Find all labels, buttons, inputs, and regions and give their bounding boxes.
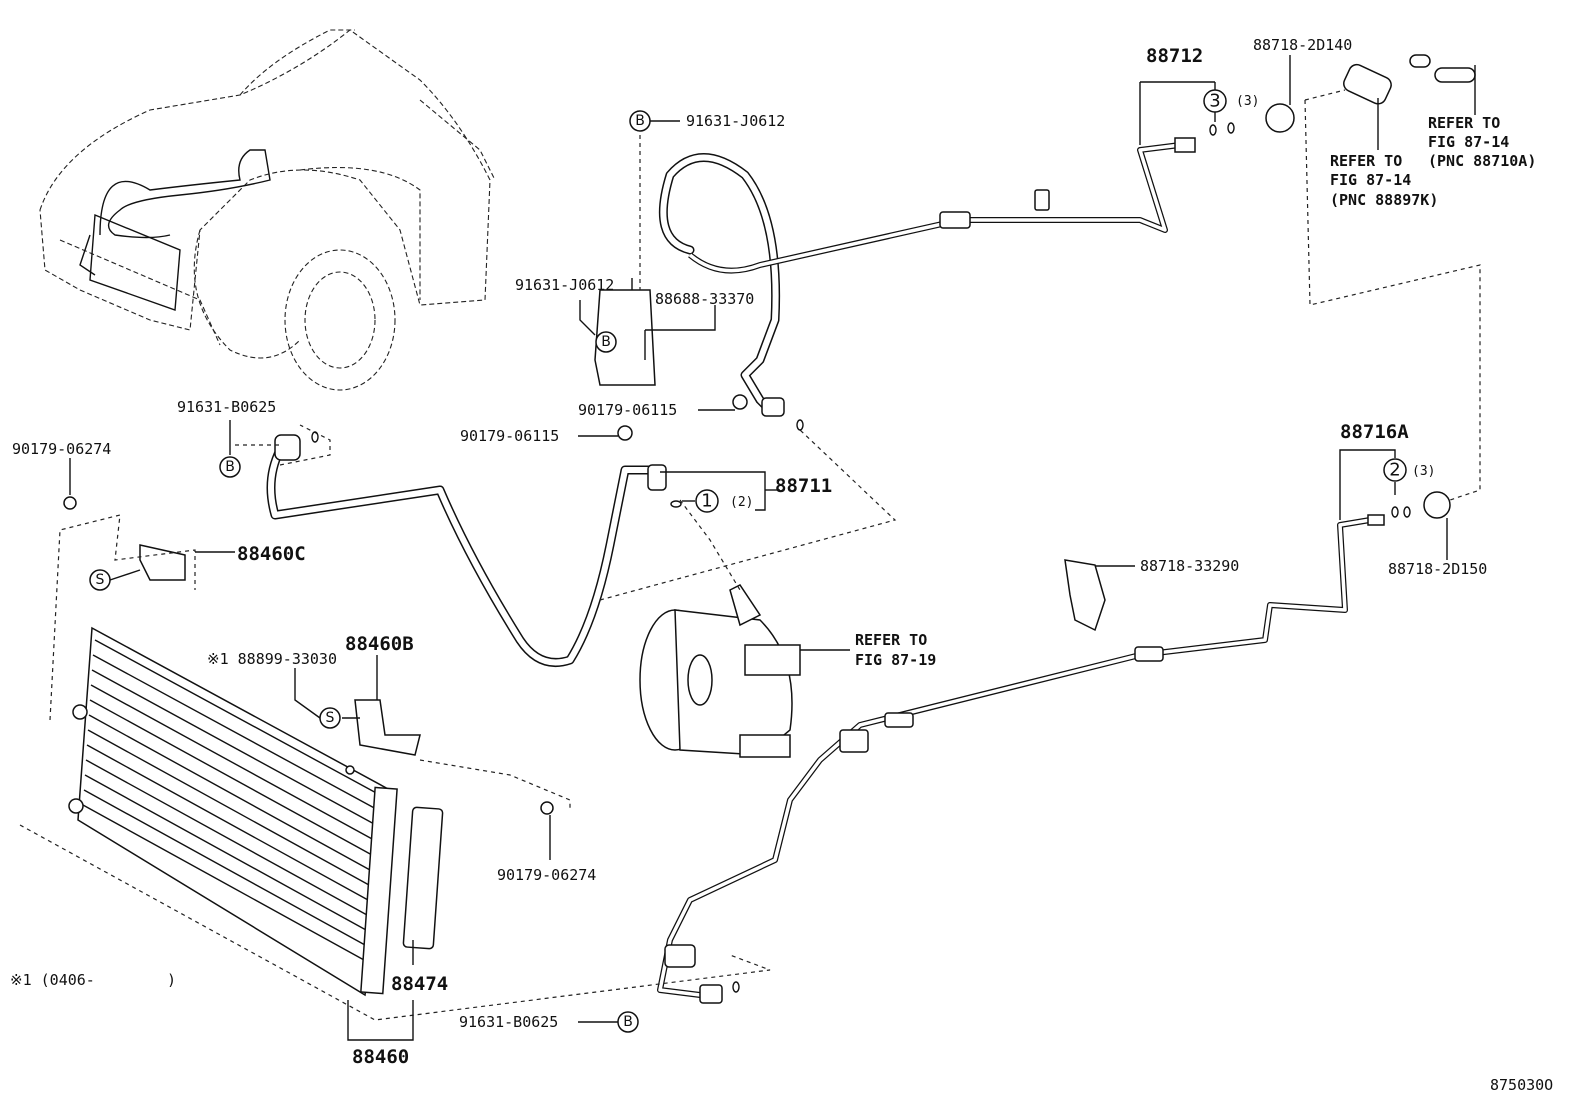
- label-88718-2d150: 88718-2D150: [1388, 560, 1487, 578]
- label-88460b: 88460B: [345, 633, 414, 655]
- label-88688-33370: 88688-33370: [655, 290, 754, 308]
- bolt-marker-b-mid: [595, 331, 617, 353]
- label-88474: 88474: [391, 973, 448, 995]
- label-90179-06274-mid: 90179-06274: [497, 866, 596, 884]
- reference-dashed-lines: [19, 89, 1481, 1021]
- oring-marker-2: [1383, 458, 1407, 482]
- condenser-assembly: [68, 626, 444, 997]
- ref-c-line1: REFER TO: [855, 631, 927, 649]
- screw-marker-s-left-text: S: [96, 572, 105, 588]
- part-labels: 88712 88718-2D140 (3) REFER TO FIG 87-14…: [10, 36, 1553, 1094]
- label-88718-33290: 88718-33290: [1140, 557, 1239, 575]
- label-91631-j0612-top: 91631-J0612: [686, 112, 785, 130]
- screw-marker-s-mid: [319, 707, 341, 729]
- condenser-fins: [82, 639, 381, 961]
- bolt-marker-b-top: [629, 110, 651, 132]
- circle-markers: B B B B S S 1 2 3: [89, 89, 1411, 1033]
- bolt-marker-b-bottom-text: B: [623, 1014, 633, 1030]
- bolt-marker-b-mid-text: B: [601, 334, 611, 350]
- leader-lines: [69, 55, 1476, 1041]
- compressor: [639, 584, 801, 758]
- oring-marker-3-text: 3: [1209, 91, 1220, 112]
- label-90179-06115-b: 90179-06115: [460, 427, 559, 445]
- label-88460: 88460: [352, 1046, 409, 1068]
- label-88460c: 88460C: [237, 543, 306, 565]
- label-88899-33030: ※1 88899-33030: [207, 650, 337, 668]
- ref-c-line2: FIG 87-19: [855, 651, 936, 669]
- ref-a-line2: FIG 87-14: [1428, 133, 1509, 151]
- oring-marker-1-text: 1: [701, 491, 712, 512]
- qty-3-right: (3): [1412, 464, 1435, 479]
- bolt-marker-b-top-text: B: [635, 113, 645, 129]
- label-91631-b0625-top: 91631-B0625: [177, 398, 276, 416]
- bolt-marker-b-left-text: B: [225, 459, 235, 475]
- label-88716a: 88716A: [1340, 421, 1409, 443]
- oring-marker-2-text: 2: [1389, 460, 1400, 481]
- screw-marker-s-left: [89, 569, 111, 591]
- label-91631-j0612-mid: 91631-J0612: [515, 276, 614, 294]
- vehicle-outline: [39, 29, 496, 391]
- ref-a-line1: REFER TO: [1428, 114, 1500, 132]
- fittings: [63, 54, 1476, 1004]
- ref-b-line2: FIG 87-14: [1330, 171, 1411, 189]
- footnote: ※1 (0406- ): [10, 971, 176, 989]
- label-90179-06115-a: 90179-06115: [578, 401, 677, 419]
- label-88712: 88712: [1146, 45, 1203, 67]
- ref-a-line3: (PNC 88710A): [1428, 152, 1536, 170]
- bolt-marker-b-bottom: [617, 1011, 639, 1033]
- label-91631-b0625-bottom: 91631-B0625: [459, 1013, 558, 1031]
- oring-marker-3: [1203, 89, 1227, 113]
- ref-b-line1: REFER TO: [1330, 152, 1402, 170]
- bolt-marker-b-left: [219, 456, 241, 478]
- qty-3-top: (3): [1236, 94, 1259, 109]
- qty-2-hose: (2): [730, 495, 753, 510]
- oring-marker-1: [695, 489, 719, 513]
- ref-b-line3: (PNC 88897K): [1330, 191, 1438, 209]
- label-90179-06274-left: 90179-06274: [12, 440, 111, 458]
- label-88718-2d140: 88718-2D140: [1253, 36, 1352, 54]
- screw-marker-s-mid-text: S: [326, 710, 335, 726]
- figure-id: 875030O: [1490, 1076, 1553, 1094]
- label-88711: 88711: [775, 475, 832, 497]
